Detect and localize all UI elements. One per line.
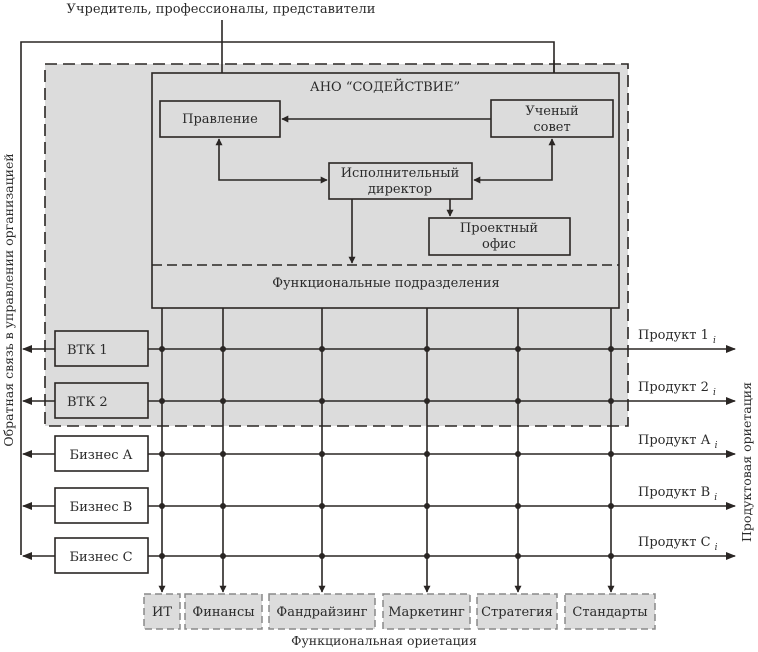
junction-dot <box>608 451 614 457</box>
unit-box[interactable] <box>54 435 149 472</box>
function-box[interactable] <box>184 593 263 630</box>
unit-box[interactable] <box>54 487 149 524</box>
junction-dot <box>608 398 614 404</box>
junction-dot <box>319 346 325 352</box>
project-office-box[interactable] <box>428 217 571 256</box>
junction-dot <box>515 503 521 509</box>
executive-director-box[interactable] <box>328 162 473 200</box>
junction-dot <box>159 553 165 559</box>
top-label: Учредитель, профессионалы, представители <box>67 2 376 17</box>
junction-dot <box>220 451 226 457</box>
junction-dot <box>424 553 430 559</box>
product-label: Продукт В i <box>638 485 717 503</box>
junction-dot <box>515 553 521 559</box>
junction-dot <box>515 398 521 404</box>
junction-dot <box>159 451 165 457</box>
junction-dot <box>220 503 226 509</box>
function-box[interactable] <box>564 593 656 630</box>
unit-box[interactable] <box>54 537 149 574</box>
junction-dot <box>608 503 614 509</box>
scientific-council-label-2: совет <box>533 120 570 135</box>
function-label: Фандрайзинг <box>276 605 367 620</box>
product-subscript: i <box>713 336 716 346</box>
product-label: Продукт 2 i <box>638 380 716 398</box>
function-label: Маркетинг <box>388 605 465 620</box>
unit-label: ВТК 2 <box>67 395 108 410</box>
product-subscript: i <box>715 441 718 451</box>
junction-dot <box>515 451 521 457</box>
function-label: ИТ <box>152 605 172 620</box>
junction-dot <box>220 346 226 352</box>
product-label: Продукт А i <box>638 433 718 451</box>
unit-label: ВТК 1 <box>67 343 108 358</box>
junction-dot <box>608 553 614 559</box>
function-box[interactable] <box>476 593 558 630</box>
junction-dot <box>424 346 430 352</box>
function-box[interactable] <box>143 593 181 630</box>
product-subscript: i <box>714 493 717 503</box>
board-box[interactable] <box>159 100 281 138</box>
junction-dot <box>608 346 614 352</box>
junction-dot <box>319 398 325 404</box>
junction-dot <box>424 503 430 509</box>
function-label: Стратегия <box>481 605 553 620</box>
junction-dot <box>319 503 325 509</box>
junction-dot <box>220 553 226 559</box>
unit-label: Бизнес С <box>69 550 132 565</box>
function-label: Стандарты <box>572 605 647 620</box>
unit-box[interactable] <box>54 330 149 367</box>
council-exec-link <box>473 138 556 184</box>
product-subscript: i <box>713 388 716 398</box>
junction-dot <box>424 451 430 457</box>
ano-title: АНО “СОДЕЙСТВИЕ” <box>310 78 460 95</box>
right-axis-label: Продуктовая ориетация <box>739 382 754 542</box>
junction-dot <box>424 398 430 404</box>
product-label: Продукт 1 i <box>638 328 716 346</box>
scientific-council-box[interactable] <box>490 99 614 138</box>
unit-box[interactable] <box>54 382 149 419</box>
project-office-label-2: офис <box>482 237 516 252</box>
scientific-council-label-1: Ученый <box>525 104 578 119</box>
junction-dot <box>159 346 165 352</box>
project-office-label-1: Проектный <box>460 221 538 236</box>
executive-director-label-2: директор <box>368 182 432 197</box>
board-exec-link <box>215 138 328 184</box>
junction-dot <box>220 398 226 404</box>
left-axis-label: Обратная связь в управлении организацией <box>1 153 16 446</box>
executive-director-label-1: Исполнительный <box>341 166 460 181</box>
product-label: Продукт С i <box>638 535 718 553</box>
function-label: Финансы <box>192 605 254 620</box>
junction-dot <box>319 451 325 457</box>
function-box[interactable] <box>268 593 376 630</box>
junction-dot <box>319 553 325 559</box>
function-box[interactable] <box>382 593 471 630</box>
board-label: Правление <box>182 112 258 127</box>
functional-units-label: Функциональные подразделения <box>272 276 500 291</box>
junction-dot <box>159 503 165 509</box>
unit-label: Бизнес А <box>70 448 133 463</box>
unit-label: Бизнес В <box>70 500 133 515</box>
bottom-axis-label: Функциональная ориетация <box>291 633 477 648</box>
junction-dot <box>515 346 521 352</box>
junction-dot <box>159 398 165 404</box>
product-subscript: i <box>715 543 718 553</box>
